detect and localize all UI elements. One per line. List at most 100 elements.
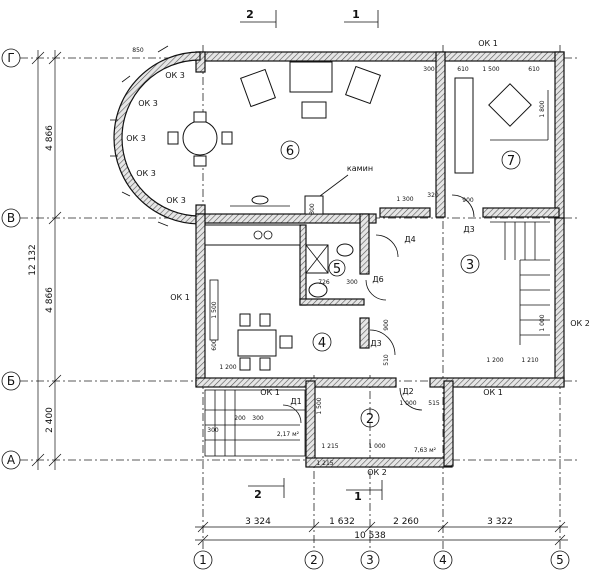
opening-labels: ОК 1 ОК 3 ОК 3 ОК 3 ОК 3 ОК 3 ОК 1 ОК 2 … [126,39,590,477]
row-axis-B: Б [1,371,21,391]
dim-1215-b: 1 215 [316,460,333,467]
coffee-table-icon [301,101,327,119]
axis-label-V: В [7,211,15,225]
dim-width-2: 1 632 [329,517,355,527]
dim-1300: 1 300 [396,196,413,203]
dim-300-bath: 300 [346,279,358,286]
armchair-icon [240,68,276,108]
chair-icon [193,111,207,123]
row-axis-A: А [1,450,21,470]
dim-width-1: 3 324 [245,517,271,527]
row-axis-G: Г [1,48,21,68]
chair-icon [167,131,179,145]
window-label-ok2-bottom: ОК 2 [367,468,387,477]
chair-icon [259,357,271,371]
axis-label-1: 1 [199,553,207,567]
door-label-d6: Д6 [372,275,383,284]
axis-label-A: А [7,453,16,467]
dim-726: 726 [318,279,330,286]
window-label-ok3: ОК 3 [166,196,186,205]
axis-label-4: 4 [439,553,447,567]
bottom-dimensions: 3 324 1 632 2 260 3 322 10 538 [195,517,568,546]
armchair-icon [345,65,381,105]
door-label-d1: Д1 [290,397,301,406]
window-label-ok3: ОК 3 [126,134,146,143]
door-label-d4: Д4 [404,235,415,244]
furniture-bathroom [305,243,354,298]
col-axis-2: 2 [304,550,324,570]
door-label-d3: Д3 [463,225,474,234]
dim-1200: 1 200 [486,357,503,364]
sink-icon [336,243,354,257]
dim-height-top: 4 866 [45,125,55,151]
dim-width-3: 2 260 [393,517,419,527]
dim-1215: 1 215 [321,443,338,450]
room-number-6: 6 [286,144,294,159]
section-marks-bottom: 2 1 [248,478,383,503]
section-mark-2-bottom: 2 [254,488,262,501]
dim-900: 900 [462,197,474,204]
dim-1210: 1 210 [521,357,538,364]
furniture-living [167,61,381,215]
row-axis-V: В [1,208,21,228]
room-numbers: 6 7 5 3 4 2 [280,140,521,428]
door-swings [282,194,475,424]
section-mark-1-top: 1 [352,8,360,21]
axis-label-5: 5 [556,553,564,567]
window-label-ok1-left: ОК 1 [170,293,190,302]
dim-width-4: 3 322 [487,517,513,527]
col-axis-3: 3 [360,550,380,570]
window-label-ok3: ОК 3 [138,99,158,108]
sofa-icon [289,61,333,93]
door-label-d2: Д2 [402,387,413,396]
axis-label-2: 2 [310,553,318,567]
col-axis-4: 4 [433,550,453,570]
dim-1000-d2: 1 000 [399,400,416,407]
dim-510: 510 [383,354,390,366]
door-label-d3: Д3 [370,339,381,348]
furniture-room-7 [454,77,549,174]
area-labels: 2,17 м² 7,63 м² [277,431,437,454]
fireplace-label: камин [347,164,373,173]
room-number-7: 7 [507,154,515,169]
window-label-ok1-porch: ОК 1 [260,388,280,397]
dim-width-total: 10 538 [354,531,386,541]
stove-burner-icon [263,230,273,240]
dim-900-kitchen: 900 [383,319,390,331]
dim-320: 320 [427,192,439,199]
dim-515: 515 [428,400,440,407]
dim-610: 610 [528,66,540,73]
window-label-ok3: ОК 3 [136,169,156,178]
lamp-icon [251,195,269,205]
axis-label-3: 3 [366,553,374,567]
dim-height-mid: 4 866 [45,287,55,313]
dim-height-low: 2 400 [45,407,55,433]
chair-icon [239,357,251,371]
kitchen-counter-icon [204,224,301,246]
chair-icon [279,335,293,349]
axis-label-G: Г [7,51,14,65]
fireplace-icon [304,195,324,215]
area-label-vestibule: 7,63 м² [414,447,437,454]
col-axis-5: 5 [550,550,570,570]
dim-850: 850 [132,47,144,54]
dim-610: 610 [457,66,469,73]
dim-200: 200 [234,415,246,422]
round-table-icon [182,120,218,156]
window-label-ok1-bottom: ОК 1 [483,388,503,397]
dim-300-kamin: 300 [309,203,316,215]
dim-1500-vest: 1 500 [316,397,323,414]
room-number-4: 4 [318,336,326,351]
stove-burner-icon [253,230,263,240]
bed-icon [454,77,474,174]
dim-total-height: 12 132 [28,244,38,276]
dim-1200-kitchen: 1 200 [219,364,236,371]
chair-icon [259,313,271,327]
dining-table-icon [237,329,277,357]
small-dimensions: 300 610 1 500 610 1 300 320 900 1 200 1 … [132,47,546,467]
col-axis-1: 1 [193,550,213,570]
window-label-ok1-top: ОК 1 [478,39,498,48]
dim-1800: 1 800 [539,100,546,117]
window-label-ok3: ОК 3 [165,71,185,80]
